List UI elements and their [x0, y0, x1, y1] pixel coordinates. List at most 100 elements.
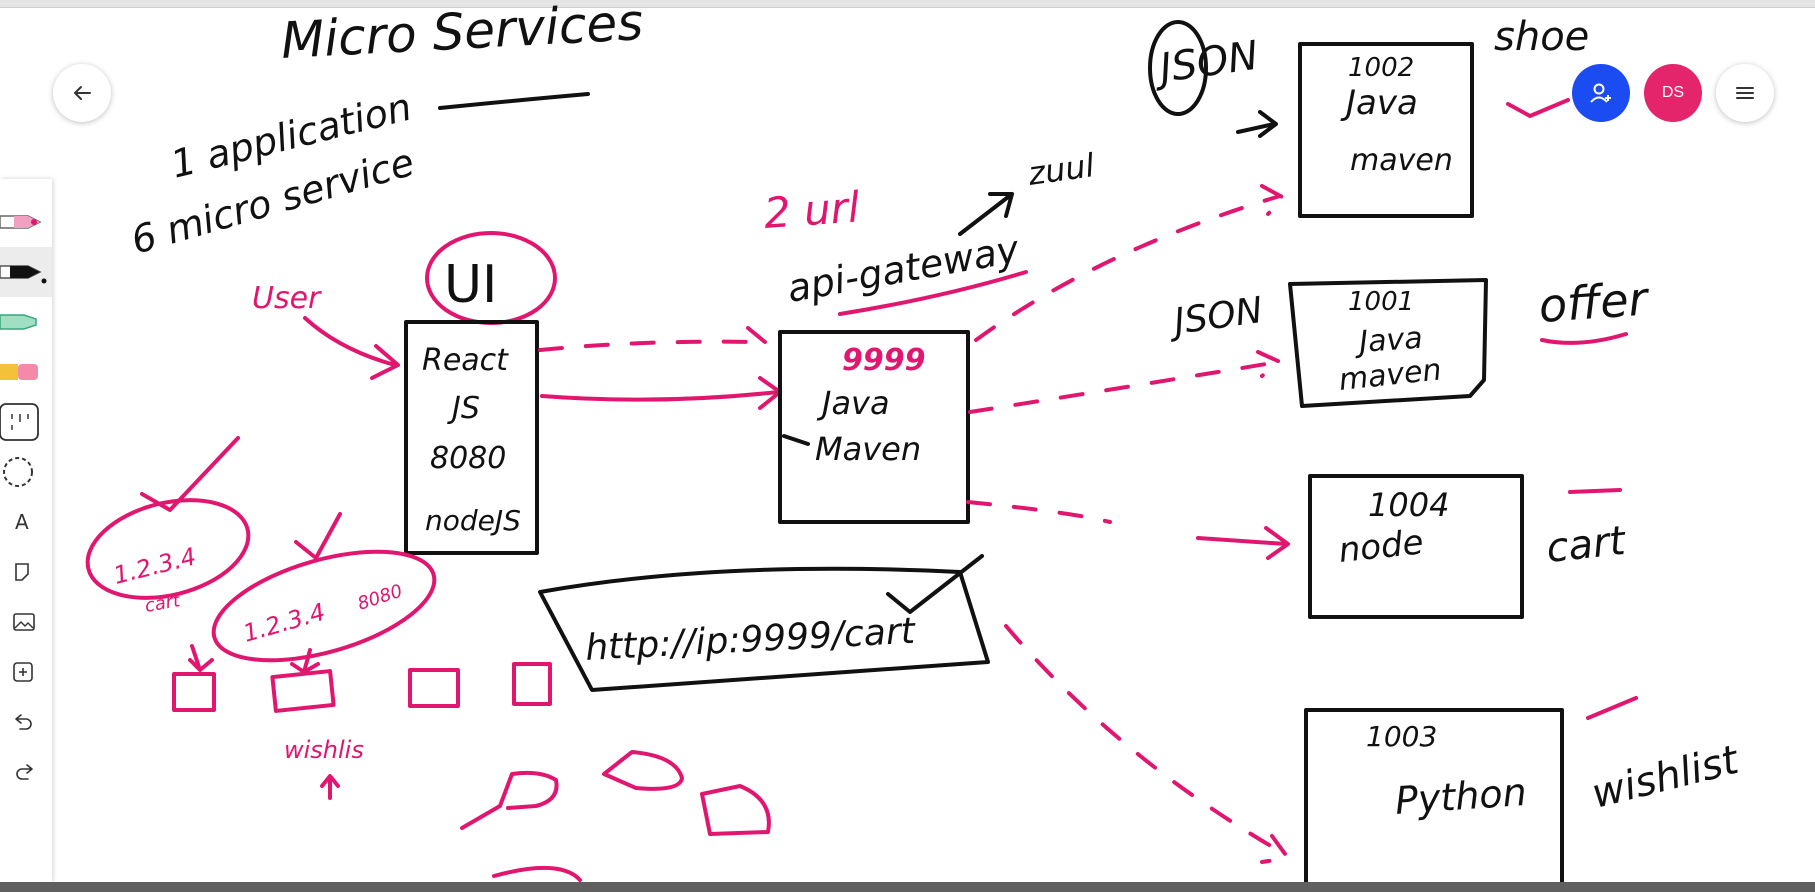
- wishlist-small-label: wishlis: [284, 736, 364, 764]
- url-box-check: [886, 554, 984, 614]
- service-wishlist-line-1: Python: [1394, 770, 1528, 823]
- avatar-initials: DS: [1661, 84, 1685, 101]
- arrow-left-icon: [74, 86, 91, 100]
- sketch-d-3: [492, 866, 582, 882]
- tool-highlighter[interactable]: [0, 297, 52, 347]
- ip-b-sub: 8080: [355, 581, 405, 615]
- service-offer-line-1: Java: [1353, 321, 1424, 361]
- window-bottom-bar: [0, 882, 1815, 892]
- service-cart-port: 1004: [1368, 486, 1449, 524]
- service-cart-name: cart: [1544, 518, 1628, 572]
- ip-a-sub: cart: [143, 590, 182, 617]
- ip-a-label: 1.2.3.4: [111, 542, 199, 589]
- service-shoe-name: shoe: [1494, 14, 1589, 60]
- undo-icon: [15, 714, 32, 730]
- json-circle: [1148, 20, 1208, 116]
- shoe-tick: [1506, 98, 1570, 118]
- service-shoe-line-1: Java: [1340, 83, 1418, 123]
- connector-shoe: [974, 184, 1286, 342]
- tool-ruler[interactable]: [0, 397, 52, 447]
- small-arrow-a: [188, 644, 214, 672]
- small-arrow-b: [290, 648, 320, 674]
- sketch-d-1: [602, 750, 684, 791]
- connector-cart: [966, 500, 1112, 524]
- highlighter-icon: [0, 314, 37, 330]
- service-box-shoe: [1298, 42, 1474, 218]
- cart-dash: [1568, 488, 1622, 494]
- sticky-note-icon: [15, 563, 29, 581]
- eraser-icon: [0, 364, 38, 380]
- offer-underline: [1540, 332, 1628, 345]
- tool-lasso[interactable]: [0, 447, 52, 497]
- service-cart-line-1: node: [1337, 522, 1426, 571]
- wishlist-up-arrow: [320, 774, 340, 800]
- service-box-offer: [1288, 278, 1488, 408]
- user-avatar[interactable]: DS: [1644, 64, 1702, 122]
- gateway-line-2: Maven: [815, 430, 921, 468]
- gateway-box: [778, 330, 970, 524]
- url-label: 2 url: [762, 182, 861, 238]
- window-top-edge: [0, 0, 1815, 8]
- gateway-port: 9999: [842, 343, 926, 378]
- menu-button[interactable]: [1716, 64, 1774, 122]
- invite-button[interactable]: [1572, 64, 1630, 122]
- json-label-2: JSON: [1166, 290, 1266, 344]
- connector-cart-end: [1196, 526, 1290, 560]
- zuul-arrow: [958, 192, 1014, 236]
- service-wishlist-name: wishlist: [1587, 737, 1744, 818]
- ui-gateway-arrow: [540, 376, 782, 410]
- add-person-icon: [1590, 83, 1611, 103]
- gateway-underline: [838, 270, 1028, 316]
- ruler-icon: [0, 403, 39, 441]
- service-offer-name: offer: [1537, 271, 1652, 333]
- tool-redo[interactable]: [0, 747, 52, 797]
- gateway-tick: [782, 434, 810, 446]
- service-offer-port: 1001: [1348, 287, 1414, 317]
- ip-ellipse-b: [211, 549, 437, 663]
- black-pen-icon: [0, 265, 47, 284]
- service-box-cart: [1308, 474, 1524, 619]
- gateway-label: api-gateway: [784, 227, 1023, 311]
- service-shoe-line-2: maven: [1350, 143, 1453, 178]
- check-mark-b: [294, 512, 342, 560]
- server-box-4: [512, 662, 552, 706]
- gateway-line-1: Java: [816, 384, 890, 422]
- add-box-icon: [13, 662, 33, 682]
- ui-box-line-2: JS: [447, 391, 480, 426]
- tool-pink-pen[interactable]: [0, 197, 52, 247]
- hamburger-menu-icon: [1736, 87, 1754, 99]
- json-label-1: JSON: [1150, 33, 1261, 93]
- service-offer-line-2: maven: [1337, 352, 1443, 398]
- ui-box-line-1: React: [422, 343, 509, 378]
- redo-icon: [16, 764, 33, 780]
- drawing-toolbar: A: [0, 179, 52, 882]
- image-icon: [13, 613, 35, 631]
- pink-pen-icon: [0, 215, 42, 229]
- tool-undo[interactable]: [0, 697, 52, 747]
- json-arrow-1: [1236, 110, 1278, 138]
- title-text: Micro Services: [280, 0, 645, 70]
- tool-eraser[interactable]: [0, 347, 52, 397]
- user-label: User: [252, 281, 322, 316]
- connector-offer: [968, 350, 1282, 414]
- text-icon: A: [15, 510, 29, 534]
- user-arrow: [303, 316, 400, 380]
- server-box-2: [270, 669, 336, 713]
- sketch-d-2: [700, 784, 771, 836]
- ip-ellipse-a: [85, 498, 251, 600]
- ip-b-label: 1.2.3.4: [240, 598, 328, 648]
- sketch-flag: [460, 770, 559, 830]
- back-button[interactable]: [53, 64, 111, 122]
- ui-gateway-dashed-arrow: [538, 326, 767, 358]
- connector-wishlist: [1004, 624, 1290, 864]
- ui-label: UI: [444, 255, 497, 315]
- server-box-1: [172, 672, 216, 712]
- url-box-text: http://ip:9999/cart: [584, 611, 917, 669]
- tool-image[interactable]: [0, 597, 52, 647]
- tool-black-pen[interactable]: [0, 247, 52, 297]
- tool-text[interactable]: A: [0, 497, 52, 547]
- tool-add[interactable]: [0, 647, 52, 697]
- tool-sticky-note[interactable]: [0, 547, 52, 597]
- zuul-label: zuul: [1025, 146, 1097, 193]
